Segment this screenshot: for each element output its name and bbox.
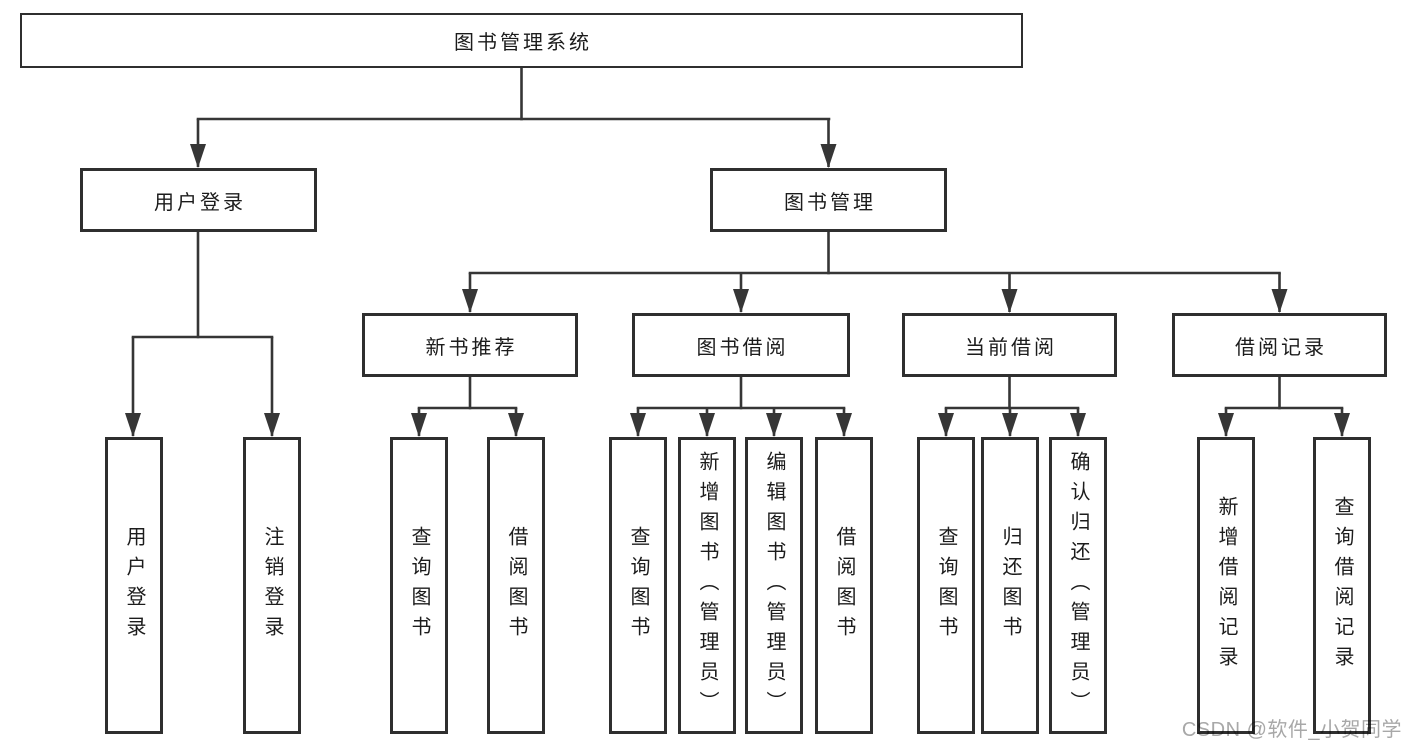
leaf-nb-borrow-books-label: 借阅图书 <box>505 525 527 646</box>
node-user-login: 用户登录 <box>80 168 317 232</box>
leaf-user-login: 用户登录 <box>105 437 163 734</box>
leaf-bb-borrow-books: 借阅图书 <box>815 437 873 734</box>
leaf-logout-login-label: 注销登录 <box>261 525 283 646</box>
node-new-book-recommend: 新书推荐 <box>362 313 578 377</box>
node-new-book-recommend-label: 新书推荐 <box>425 336 518 359</box>
connector-root <box>190 68 837 168</box>
leaf-br-query-borrow-record-label: 查询借阅记录 <box>1331 495 1353 676</box>
leaf-cb-return-books-label: 归还图书 <box>999 525 1021 646</box>
leaf-bb-add-books-admin: 新增图书（管理员） <box>678 437 736 734</box>
leaf-logout-login: 注销登录 <box>243 437 301 734</box>
connector-book-management <box>462 232 1288 313</box>
leaf-bb-borrow-books-label: 借阅图书 <box>833 525 855 646</box>
node-borrow-record: 借阅记录 <box>1172 313 1387 377</box>
node-current-borrow-label: 当前借阅 <box>965 336 1057 359</box>
leaf-bb-query-books: 查询图书 <box>609 437 667 734</box>
connector-new-book-recommend <box>411 377 524 437</box>
node-book-management-label: 图书管理 <box>784 191 876 214</box>
leaf-bb-edit-books-admin: 编辑图书（管理员） <box>745 437 803 734</box>
connector-book-borrow <box>630 377 852 437</box>
leaf-nb-query-books: 查询图书 <box>390 437 448 734</box>
node-current-borrow: 当前借阅 <box>902 313 1117 377</box>
connector-user-login <box>125 232 280 437</box>
node-root: 图书管理系统 <box>20 13 1023 68</box>
leaf-cb-query-books-label: 查询图书 <box>935 525 957 646</box>
leaf-bb-edit-books-admin-label: 编辑图书（管理员） <box>763 450 785 721</box>
leaf-nb-query-books-label: 查询图书 <box>408 525 430 646</box>
connector-borrow-record <box>1218 377 1350 437</box>
leaf-user-login-label: 用户登录 <box>123 525 145 646</box>
leaf-br-add-borrow-record: 新增借阅记录 <box>1197 437 1255 734</box>
leaf-br-query-borrow-record: 查询借阅记录 <box>1313 437 1371 734</box>
node-book-borrow: 图书借阅 <box>632 313 850 377</box>
leaf-cb-confirm-return-admin-label: 确认归还（管理员） <box>1067 450 1089 721</box>
leaf-cb-query-books: 查询图书 <box>917 437 975 734</box>
node-borrow-record-label: 借阅记录 <box>1235 336 1327 359</box>
node-book-borrow-label: 图书借阅 <box>696 336 789 359</box>
leaf-br-add-borrow-record-label: 新增借阅记录 <box>1215 495 1237 676</box>
leaf-bb-add-books-admin-label: 新增图书（管理员） <box>696 450 718 721</box>
leaf-cb-return-books: 归还图书 <box>981 437 1039 734</box>
connector-current-borrow <box>938 377 1086 437</box>
leaf-nb-borrow-books: 借阅图书 <box>487 437 545 734</box>
node-user-login-label: 用户登录 <box>154 191 246 214</box>
leaf-cb-confirm-return-admin: 确认归还（管理员） <box>1049 437 1107 734</box>
node-root-label: 图书管理系统 <box>454 32 592 54</box>
node-book-management: 图书管理 <box>710 168 947 232</box>
watermark: CSDN @软件_小贺同学 <box>1181 719 1402 741</box>
leaf-bb-query-books-label: 查询图书 <box>627 525 649 646</box>
